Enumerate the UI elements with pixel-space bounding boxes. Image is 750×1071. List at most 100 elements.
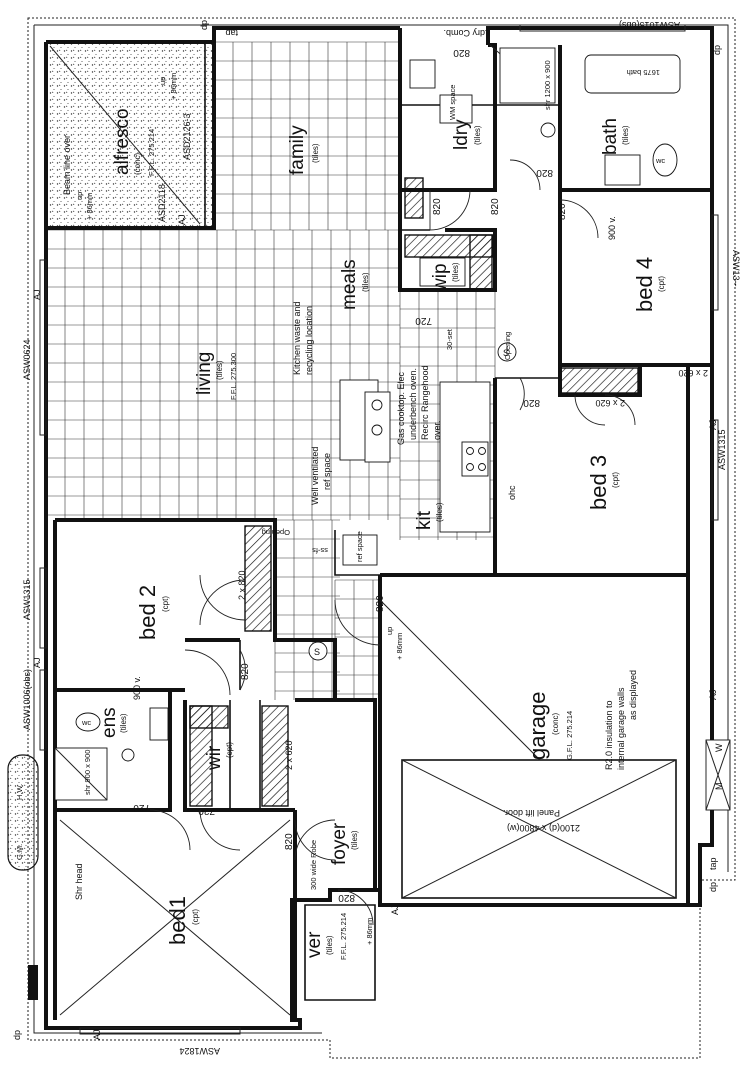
eave-outline bbox=[27, 17, 736, 1059]
note-cooktop-2: underbench oven. bbox=[408, 368, 418, 440]
room-living-sub: (tiles) bbox=[215, 360, 224, 380]
room-ver: ver bbox=[304, 931, 325, 958]
room-ver-sub: (tiles) bbox=[325, 935, 334, 955]
note-86-family: + 86mm bbox=[169, 73, 178, 100]
bath-tub bbox=[584, 54, 681, 94]
dim-720-ens: 720 bbox=[133, 802, 150, 813]
robe-hatch-ldry bbox=[404, 177, 424, 219]
note-kitchen-waste-1: Kitchen waste and bbox=[292, 301, 302, 375]
room-foyer-sub: (tiles) bbox=[350, 830, 359, 850]
mark-gm: G.M. bbox=[15, 844, 24, 860]
mark-dp-bl: dp bbox=[12, 1030, 22, 1040]
room-living: living bbox=[194, 352, 215, 395]
room-ver-ffl: F.F.L. 275.214 bbox=[339, 913, 348, 960]
note-panel-lift-2: 2100(d) x 4800(w) bbox=[507, 823, 580, 833]
note-cooktop-1: Gas cooktop. Elec bbox=[396, 371, 406, 445]
dim-820-foyer: 820 bbox=[284, 833, 295, 850]
room-bed3: bed 3 bbox=[586, 455, 611, 510]
mark-hw: H.W. bbox=[15, 784, 24, 800]
dim-820-bed4: 820 bbox=[557, 203, 568, 220]
mark-dp-right: dp bbox=[712, 45, 722, 55]
room-bed2-sub: (cpt) bbox=[161, 596, 170, 612]
note-up-alf: up bbox=[75, 192, 84, 200]
alfresco-slab bbox=[46, 42, 214, 228]
room-kit-sub: (tiles) bbox=[435, 502, 444, 522]
note-ohc: ohc bbox=[507, 485, 517, 500]
room-alfresco: alfresco bbox=[112, 108, 133, 175]
note-cooktop-4: over. bbox=[432, 420, 442, 440]
mark-w: W bbox=[714, 743, 724, 752]
room-bath: bath bbox=[600, 118, 621, 155]
note-ss: ss-fs bbox=[312, 546, 328, 555]
room-bed2: bed 2 bbox=[135, 585, 160, 640]
note-asd2126: ASD2126-3 bbox=[182, 113, 192, 160]
window-asw0624: ASW0624 bbox=[22, 339, 32, 380]
note-asd2118: ASD2118 bbox=[157, 184, 167, 222]
room-alfresco-ffl: F.F.L. 275.214 bbox=[147, 129, 156, 176]
room-bed4-sub: (cpt) bbox=[657, 276, 666, 292]
room-ldry-sub: (tiles) bbox=[473, 125, 482, 145]
wc-bath bbox=[652, 143, 678, 177]
note-panel-lift-1: Panel lift door. bbox=[503, 808, 560, 818]
dim-2x620-bed3: 2 x 620 bbox=[595, 398, 625, 408]
robe-hatch-bed4 bbox=[559, 367, 639, 394]
dim-820-c2: 820 bbox=[490, 198, 501, 215]
dim-900v-ens: 900 v. bbox=[132, 676, 142, 700]
note-opening-kit: Opening bbox=[262, 528, 290, 537]
dim-2x620-wir: 2 x 620 bbox=[284, 740, 294, 770]
ldry-shower bbox=[499, 47, 556, 104]
ens-vanity bbox=[149, 707, 169, 741]
note-86-alf: + 86mm bbox=[85, 193, 94, 220]
smoke-alarm-1 bbox=[497, 342, 517, 362]
ref-space bbox=[342, 534, 378, 566]
note-well-vent-2: ref space bbox=[322, 453, 332, 490]
note-garage-ins-2: internal garage walls bbox=[616, 687, 626, 770]
note-up-family: up bbox=[158, 77, 167, 85]
room-family: family bbox=[287, 125, 308, 175]
window-asw1315-r: ASW1315 bbox=[717, 429, 727, 470]
stone-feature bbox=[7, 754, 39, 871]
room-bath-sub: (tiles) bbox=[621, 125, 630, 145]
smoke-alarm-2 bbox=[308, 641, 328, 661]
note-shr-head: Shr head bbox=[74, 863, 84, 900]
room-ens-sub: (tiles) bbox=[119, 713, 128, 733]
room-wip-sub: (tiles) bbox=[451, 262, 460, 282]
note-86-ver: + 86mm bbox=[365, 918, 374, 945]
dim-2x820-bed2: 2 x 820 bbox=[237, 570, 247, 600]
garage-door-panel bbox=[401, 759, 677, 899]
mark-s-1: S bbox=[503, 348, 509, 358]
dim-2x620-bed4: 2 x 620 bbox=[678, 368, 708, 378]
note-robe: 300 wide Robe bbox=[309, 840, 318, 890]
note-86-foyer: + 86mm bbox=[395, 633, 404, 660]
mark-aj-6: AJ bbox=[92, 1029, 102, 1040]
dim-720-wir: 720 bbox=[198, 805, 215, 816]
dim-820-garage: 820 bbox=[375, 595, 386, 612]
note-beamline: Beam line over bbox=[62, 135, 72, 195]
robe-hatch-wip2 bbox=[469, 234, 493, 291]
mark-s-2: S bbox=[314, 647, 320, 657]
robe-hatch-wir2 bbox=[189, 705, 213, 807]
wm-space bbox=[439, 94, 473, 124]
room-ldry: ldry bbox=[451, 119, 472, 150]
room-wir: wir bbox=[204, 745, 225, 771]
room-meals: meals bbox=[339, 259, 360, 310]
note-well-vent-1: Well ventilated bbox=[310, 447, 320, 505]
window-asw13: ASW13-- bbox=[731, 250, 741, 287]
dim-900v-bed4: 900 v. bbox=[607, 216, 617, 240]
dim-820-bath: 820 bbox=[536, 167, 553, 178]
room-ens: ens bbox=[99, 707, 120, 738]
dim-820-bed2: 820 bbox=[240, 663, 251, 680]
room-bed1: bed1 bbox=[165, 896, 190, 945]
room-garage: garage bbox=[525, 691, 550, 760]
dim-720-wip: 720 bbox=[415, 315, 432, 326]
mark-aj-3: AJ bbox=[32, 657, 42, 668]
vanity-bath bbox=[604, 154, 641, 186]
note-wm: WM space bbox=[448, 85, 457, 120]
note-garage-ins-3: as displayed bbox=[628, 670, 638, 720]
mark-wc-bath: wc bbox=[655, 156, 665, 165]
room-wip: wip bbox=[430, 263, 451, 293]
mark-m: M bbox=[714, 783, 724, 791]
room-foyer: foyer bbox=[329, 822, 350, 865]
note-ldry-comb: Ldry Comb. bbox=[443, 28, 490, 38]
